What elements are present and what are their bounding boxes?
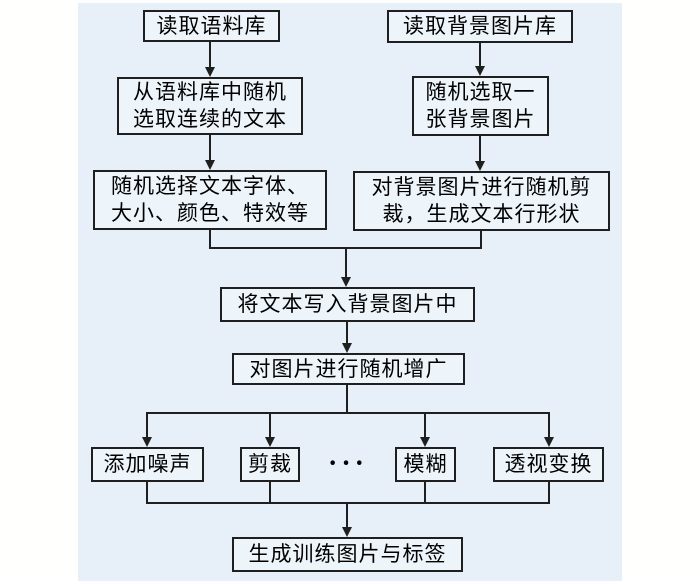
node-crop-bg: 对背景图片进行随机剪 裁，生成文本行形状 bbox=[353, 171, 610, 231]
connector-line bbox=[269, 412, 271, 438]
connector-line bbox=[346, 385, 348, 414]
node-read-bg-library: 读取背景图片库 bbox=[387, 10, 573, 43]
ellipsis-label: ··· bbox=[328, 448, 369, 479]
arrow-down-icon bbox=[265, 437, 275, 447]
connector-line bbox=[346, 502, 348, 528]
arrow-down-icon bbox=[475, 161, 485, 171]
connector-line bbox=[209, 135, 211, 161]
node-perspective: 透视变换 bbox=[493, 447, 604, 482]
node-crop: 剪裁 bbox=[240, 447, 300, 482]
arrow-down-icon bbox=[342, 527, 352, 537]
connector-line bbox=[146, 482, 148, 504]
connector-line bbox=[146, 412, 148, 438]
arrow-down-icon bbox=[142, 437, 152, 447]
node-text-style: 随机选择文本字体、 大小、颜色、特效等 bbox=[93, 170, 327, 230]
connector-line bbox=[269, 482, 271, 504]
node-pick-bg: 随机选取一 张背景图片 bbox=[412, 76, 549, 136]
connector-line bbox=[424, 482, 426, 504]
connector-line bbox=[209, 230, 211, 249]
connector-line bbox=[146, 412, 550, 414]
connector-line bbox=[479, 136, 481, 162]
connector-line bbox=[479, 43, 481, 67]
node-read-corpus: 读取语料库 bbox=[143, 10, 280, 42]
node-blur: 模糊 bbox=[395, 447, 456, 482]
connector-line bbox=[209, 42, 211, 68]
connector-line bbox=[548, 482, 550, 504]
node-augment: 对图片进行随机增广 bbox=[232, 353, 465, 385]
connector-line bbox=[424, 412, 426, 438]
connector-line bbox=[345, 247, 347, 278]
arrow-down-icon bbox=[342, 343, 352, 353]
arrow-down-icon bbox=[341, 277, 351, 287]
node-sample-text: 从语料库中随机 选取连续的文本 bbox=[117, 77, 303, 135]
node-noise: 添加噪声 bbox=[91, 447, 204, 482]
connector-line bbox=[548, 412, 550, 438]
arrow-down-icon bbox=[544, 437, 554, 447]
node-write-text: 将文本写入背景图片中 bbox=[220, 287, 475, 322]
arrow-down-icon bbox=[420, 437, 430, 447]
arrow-down-icon bbox=[475, 66, 485, 76]
connector-line bbox=[480, 231, 482, 249]
connector-line bbox=[146, 502, 550, 504]
connector-line bbox=[346, 322, 348, 344]
arrow-down-icon bbox=[205, 67, 215, 77]
node-output: 生成训练图片与标签 bbox=[232, 537, 463, 572]
arrow-down-icon bbox=[205, 160, 215, 170]
